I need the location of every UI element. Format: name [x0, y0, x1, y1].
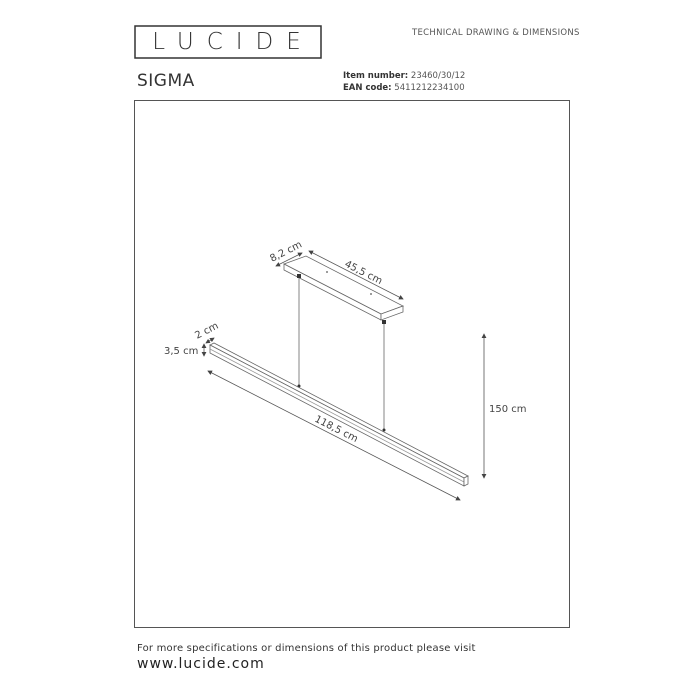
ean-label: EAN code:	[343, 83, 392, 93]
footer-info-text: For more specifications or dimensions of…	[137, 643, 476, 654]
drawing-frame	[134, 100, 570, 628]
logo-frame-icon	[134, 25, 322, 59]
ean-row: EAN code: 5411212234100	[343, 82, 465, 94]
website-link[interactable]: www.lucide.com	[137, 656, 265, 672]
logo-text: LUCIDE	[152, 29, 314, 55]
product-name: SIGMA	[137, 71, 195, 91]
product-meta: Item number: 23460/30/12 EAN code: 54112…	[343, 70, 465, 94]
document-type: TECHNICAL DRAWING & DIMENSIONS	[412, 28, 580, 38]
light-bar-icon	[209, 342, 469, 487]
dim-suspension-height: 150 cm	[489, 404, 527, 415]
brand-logo: LUCIDE	[134, 25, 322, 59]
item-number-row: Item number: 23460/30/12	[343, 70, 465, 82]
item-number-value: 23460/30/12	[410, 71, 466, 81]
dim-bar-height: 3,5 cm	[164, 346, 198, 357]
ean-value: 5411212234100	[394, 83, 465, 93]
item-number-label: Item number:	[343, 71, 409, 81]
dim-bar-width: 2 cm	[193, 321, 220, 342]
